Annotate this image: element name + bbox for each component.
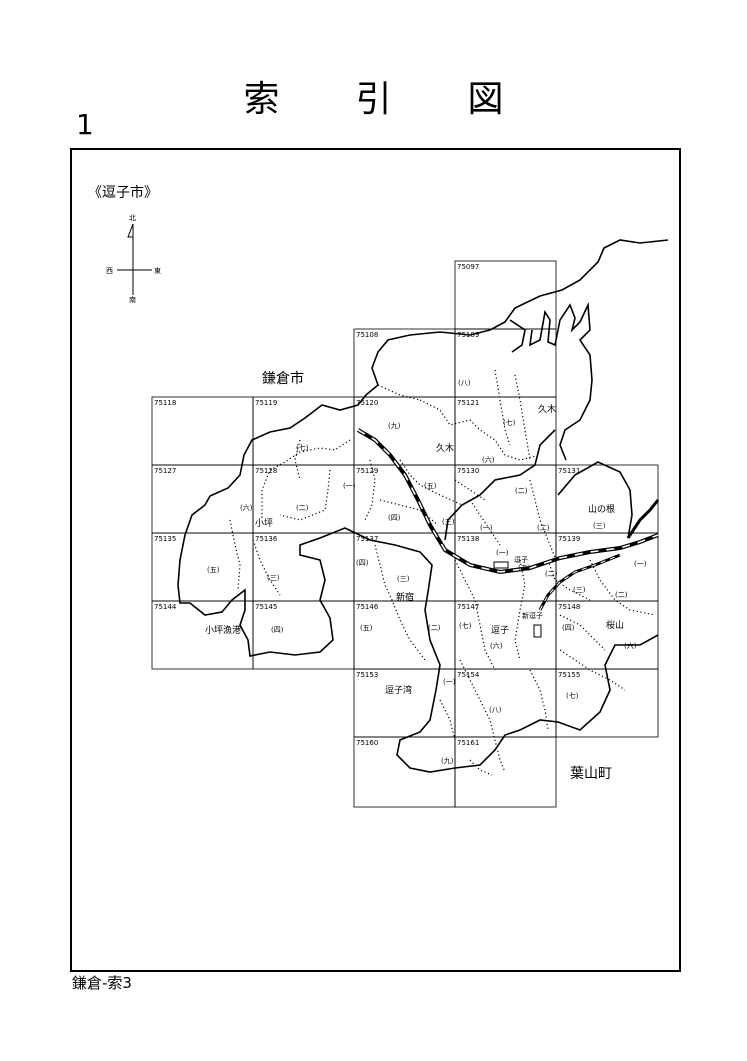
subdivision-label: (三) bbox=[442, 518, 455, 526]
title-char: 引 bbox=[355, 79, 392, 120]
subdivision-label: (九) bbox=[388, 421, 401, 430]
subdivision-label: (三) bbox=[267, 574, 280, 582]
place-label: 久木 bbox=[538, 403, 556, 415]
grid-code: 75119 bbox=[255, 399, 277, 407]
subdivision-label: (四) bbox=[388, 514, 401, 522]
subdivision-label: (一) bbox=[634, 560, 647, 568]
district-boundaries bbox=[229, 369, 656, 776]
subdivision-label: (八) bbox=[489, 706, 502, 714]
place-label: 小坪 bbox=[255, 518, 273, 529]
grid-code: 75148 bbox=[558, 603, 580, 611]
subdivision-label: (二) bbox=[428, 624, 441, 632]
subdivision-label: (二) bbox=[545, 570, 558, 578]
subdivision-label: (二) bbox=[537, 524, 550, 532]
subdivision-label: (三) bbox=[573, 586, 586, 594]
grid-code: 75120 bbox=[356, 399, 378, 407]
city-label: 《逗子市》 bbox=[88, 184, 158, 201]
subdivision-label: (七) bbox=[296, 443, 309, 452]
subdivision-label: (四) bbox=[271, 626, 284, 634]
subdivision-label: (二) bbox=[515, 487, 528, 495]
page-title: 索引図 bbox=[0, 70, 747, 122]
title-char: 索 bbox=[243, 79, 280, 120]
neighbor-label-kamakura: 鎌倉市 bbox=[262, 370, 304, 387]
compass-icon: 北 南 東 西 bbox=[106, 214, 161, 304]
place-labels: 鎌倉市 葉山町 久木 久木 山の根 小坪 新宿 逗子 桜山 小坪漁港 逗子湾 逗… bbox=[205, 370, 624, 782]
subdivision-label: (二) bbox=[296, 504, 309, 512]
sheet-grid bbox=[151, 260, 659, 808]
compass-east: 東 bbox=[154, 266, 161, 275]
page-number: 1 bbox=[76, 108, 94, 141]
grid-code: 75135 bbox=[154, 535, 176, 543]
subdivision-label: (六) bbox=[624, 641, 637, 650]
sheet-codes: 75097 75108 75109 75118 75119 75120 7512… bbox=[154, 263, 580, 747]
grid-code: 75118 bbox=[154, 399, 176, 407]
city-boundary bbox=[177, 239, 669, 773]
grid-code: 75130 bbox=[457, 467, 479, 475]
place-label: 逗子 bbox=[491, 625, 509, 636]
place-label: 桜山 bbox=[606, 619, 624, 631]
grid-code: 75138 bbox=[457, 535, 479, 543]
grid-code: 75097 bbox=[457, 263, 479, 271]
place-label: 久木 bbox=[436, 442, 454, 454]
grid-code: 75147 bbox=[457, 603, 479, 611]
compass-west: 西 bbox=[106, 267, 113, 275]
compass-south: 南 bbox=[129, 295, 136, 304]
grid-code: 75129 bbox=[356, 467, 378, 475]
subdivision-label: (四) bbox=[356, 559, 369, 567]
subdivision-label: (七) bbox=[459, 621, 472, 630]
station-marker-icon bbox=[493, 561, 509, 569]
grid-code: 75127 bbox=[154, 467, 176, 475]
subdivision-label: (五) bbox=[207, 566, 220, 574]
grid-code: 75139 bbox=[558, 535, 580, 543]
grid-code: 75146 bbox=[356, 603, 379, 611]
subdivision-label: (六) bbox=[240, 503, 253, 512]
grid-code: 75136 bbox=[255, 535, 278, 543]
grid-code: 75121 bbox=[457, 399, 479, 407]
grid-code: 75154 bbox=[457, 671, 480, 679]
grid-code: 75155 bbox=[558, 671, 580, 679]
subdivision-label: (五) bbox=[360, 624, 373, 632]
subdivision-label: (三) bbox=[397, 575, 410, 583]
place-label: 新宿 bbox=[396, 591, 414, 603]
place-label: 山の根 bbox=[588, 503, 615, 515]
subdivision-labels: (八) (九) (七) (六) (七) (一) (五) (二) (六) (二) … bbox=[207, 379, 647, 765]
subdivision-label: (一) bbox=[443, 678, 456, 686]
subdivision-label: (六) bbox=[482, 455, 495, 464]
subdivision-label: (三) bbox=[593, 522, 606, 530]
subdivision-label: (九) bbox=[441, 756, 454, 765]
grid-code: 75128 bbox=[255, 467, 277, 475]
subdivision-label: (七) bbox=[503, 418, 516, 427]
subdivision-label: (一) bbox=[480, 524, 493, 532]
subdivision-label: (五) bbox=[518, 564, 531, 572]
railway-line bbox=[356, 428, 660, 638]
grid-code: 75153 bbox=[356, 671, 378, 679]
subdivision-label: (六) bbox=[490, 641, 503, 650]
grid-code: 75160 bbox=[356, 739, 378, 747]
grid-code: 75161 bbox=[457, 739, 479, 747]
subdivision-label: (七) bbox=[566, 691, 579, 700]
station-marker-icon bbox=[533, 624, 542, 638]
place-label: 逗子湾 bbox=[385, 684, 412, 696]
station-label: 新逗子 bbox=[522, 611, 543, 620]
subdivision-label: (八) bbox=[458, 379, 471, 387]
neighbor-label-hayama: 葉山町 bbox=[570, 766, 612, 782]
grid-code: 75131 bbox=[558, 467, 580, 475]
grid-code: 75144 bbox=[154, 603, 177, 611]
subdivision-label: (四) bbox=[562, 624, 575, 632]
page-footer: 鎌倉-索3 bbox=[72, 974, 132, 992]
subdivision-label: (二) bbox=[615, 591, 628, 599]
grid-code: 75108 bbox=[356, 331, 378, 339]
subdivision-label: (一) bbox=[343, 482, 356, 490]
compass-north: 北 bbox=[129, 214, 136, 222]
subdivision-label: (五) bbox=[424, 482, 437, 490]
title-char: 図 bbox=[467, 79, 504, 120]
place-label: 小坪漁港 bbox=[205, 624, 241, 636]
map-frame bbox=[70, 148, 681, 972]
subdivision-label: (一) bbox=[496, 549, 509, 557]
grid-code: 75145 bbox=[255, 603, 277, 611]
station-label: 逗子 bbox=[514, 555, 528, 564]
